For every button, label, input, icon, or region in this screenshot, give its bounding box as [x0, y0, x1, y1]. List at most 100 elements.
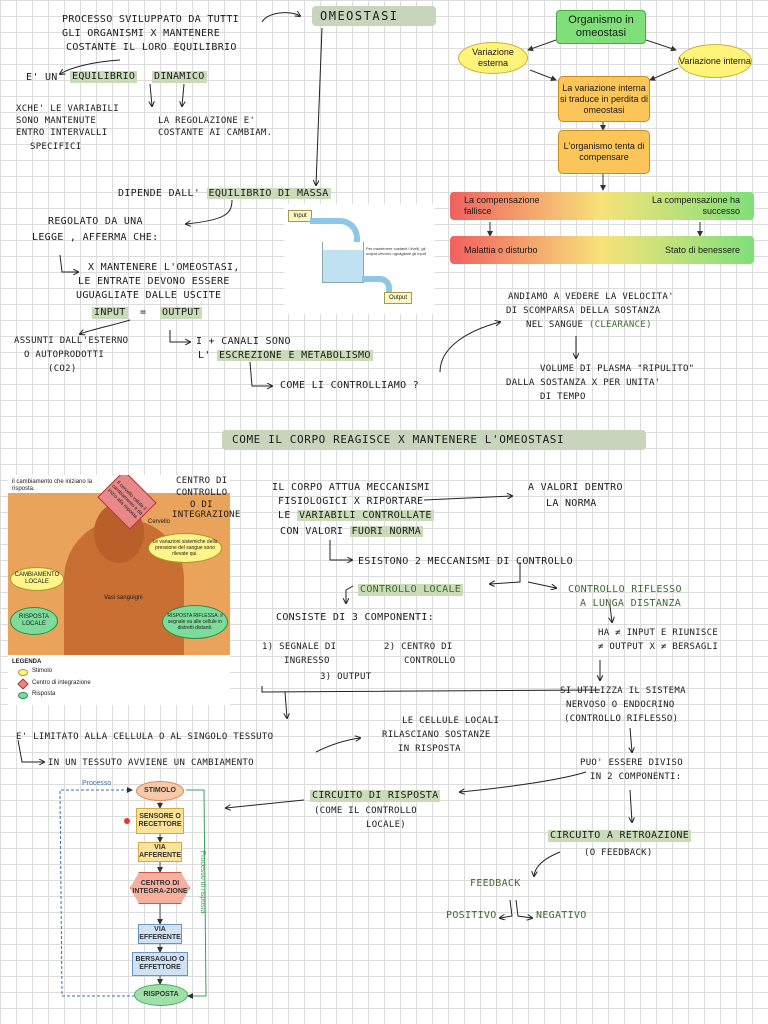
tank-output-label: Output	[384, 292, 412, 304]
comp1-line2: INGRESSO	[284, 656, 330, 666]
flow-compensazione: La compensazione fallisce La compensazio…	[450, 192, 754, 220]
corpo-line2: FISIOLOGICI X RIPORTARE	[278, 496, 424, 507]
circuito-risposta-line3: LOCALE)	[366, 820, 407, 830]
photo-caption: il cambiamento che iniziano la risposta.	[12, 479, 93, 492]
dinamico-highlight: DINAMICO	[152, 71, 207, 83]
legend-title: LEGENDA	[12, 659, 42, 665]
circuit-diagram: Processo STIMOLO SENSORE O RECETTORE VIA…	[52, 778, 216, 1010]
corpo-line3-pre: LE	[278, 510, 291, 521]
corpo-line3-highlight: VARIABILI CONTROLLATE	[296, 510, 434, 521]
xche-line2: SONO MANTENUTE	[16, 116, 97, 126]
photo-cervello-label: Cervello	[148, 519, 171, 525]
flow-malattia: Malattia o disturbo	[464, 244, 538, 255]
valori-line2: LA NORMA	[546, 498, 597, 509]
input-highlight: INPUT	[92, 307, 128, 319]
puo-line1: PUO' ESSERE DIVISO	[580, 758, 683, 768]
flow-tenta-compensare: L'organismo tenta di compensare	[558, 130, 650, 174]
controllo-riflesso-line2: A LUNGA DISTANZA	[580, 598, 682, 609]
corpo-line4-highlight: FUORI NORMA	[349, 526, 424, 537]
tank-inflow	[310, 218, 360, 254]
canali-highlight: ESCREZIONE E METABOLISMO	[216, 350, 373, 361]
circuito-risposta-line2: (COME IL CONTROLLO	[314, 806, 417, 816]
corpo-line4: CON VALORI FUORI NORMA	[280, 526, 424, 538]
valori-line1: A VALORI DENTRO	[528, 482, 623, 493]
comp1-line1: 1) SEGNALE DI	[262, 642, 337, 652]
volume-line3: DI TEMPO	[540, 392, 586, 402]
assunti-line1: ASSUNTI DALL'ESTERNO	[14, 336, 129, 346]
cellule-line3: IN RISPOSTA	[398, 744, 461, 754]
photo-variazioni-label: Le variazioni sistemiche della pressione…	[148, 533, 222, 563]
regolato-line2: LEGGE , AFFERMA CHE:	[32, 232, 159, 243]
photo-risposta-riflessa: RISPOSTA RIFLESSA: il segnale va alle ce…	[162, 605, 228, 639]
negativo-text: NEGATIVO	[536, 910, 587, 921]
canali-pre: L'	[198, 350, 211, 361]
utilizza-line1: SI UTILIZZA IL SISTEMA	[560, 686, 686, 696]
ha-line2: ≠ OUTPUT X ≠ BERSAGLI	[598, 642, 719, 652]
corpo-line3: LE VARIABILI CONTROLLATE	[278, 510, 434, 522]
flow-successo: La compensazione ha successo	[651, 195, 740, 216]
canali-line2: L' ESCREZIONE E METABOLISMO	[198, 350, 373, 362]
velocita-line3: NEL SANGUE (CLEARANCE)	[526, 320, 652, 331]
comp2-line2: CONTROLLO	[404, 656, 456, 666]
limitato-text: E' LIMITATO ALLA CELLULA O AL SINGOLO TE…	[16, 732, 274, 742]
circuito-retro-highlight: CIRCUITO A RETROAZIONE	[548, 830, 692, 842]
mantenere-line2: LE ENTRATE DEVONO ESSERE	[78, 276, 230, 287]
corpo-line4-pre: CON VALORI	[280, 526, 344, 537]
flow-variazione-interna: Variazione interna	[678, 44, 752, 78]
regolato-line1: REGOLATO DA UNA	[48, 216, 143, 227]
ha-line1: HA ≠ INPUT E RIUNISCE	[598, 628, 719, 638]
flow-variazione-esterna: Variazione esterna	[458, 42, 528, 74]
canali-line1: I + CANALI SONO	[196, 336, 291, 347]
regolazione-line1: LA REGOLAZIONE E'	[158, 116, 256, 126]
tank-input-label: Input	[288, 210, 312, 222]
circuit-processo-label: Processo	[82, 780, 112, 787]
e-un-text: E' UN	[26, 72, 58, 83]
velocita-line3-text: NEL SANGUE	[526, 320, 584, 330]
volume-line1: VOLUME DI PLASMA "RIPULITO"	[540, 364, 695, 374]
circuit-afferente: VIA AFFERENTE	[138, 842, 182, 862]
circuit-bersaglio: BERSAGLIO O EFFETTORE	[132, 952, 188, 976]
flow-esito: Malattia o disturbo Stato di benessere	[450, 236, 754, 264]
centro-line2: CONTROLLO	[176, 488, 228, 498]
tank-diagram: Input Output Per mantenere costanti i li…	[284, 204, 434, 314]
flow-perdita-omeostasi: La variazione interna si traduce in perd…	[558, 76, 650, 122]
photo-legend: LEGENDA Stimolo Centro di integrazione R…	[8, 655, 230, 705]
cellule-line2: RILASCIANO SOSTANZE	[382, 730, 491, 740]
xche-line4: SPECIFICI	[30, 142, 82, 152]
tessuto-text: IN UN TESSUTO AVVIENE UN CAMBIAMENTO	[48, 758, 254, 768]
circuit-efferente: VIA EFFERENTE	[138, 924, 182, 944]
processo-line2: GLI ORGANISMI X MANTENERE	[62, 28, 221, 39]
controllo-riflesso-line1: CONTROLLO RIFLESSO	[568, 584, 682, 595]
centro-line4: INTEGRAZIONE	[172, 510, 241, 520]
photo-cambiamento-label: CAMBIAMENTO LOCALE	[10, 567, 64, 591]
circuito-retro-line2: (O FEEDBACK)	[584, 848, 653, 858]
dipende-text: DIPENDE DALL' EQUILIBRIO DI MASSA	[118, 188, 331, 200]
corpo-line1: IL CORPO ATTUA MECCANISMI	[272, 482, 431, 493]
comp2-line1: 2) CENTRO DI	[384, 642, 453, 652]
legend-risposta: Risposta	[32, 691, 56, 697]
equilibrio-highlight: EQUILIBRIO	[70, 71, 138, 83]
dipende-highlight: EQUILIBRIO DI MASSA	[206, 188, 331, 199]
tank-note: Per mantenere costanti i livelli, gli ou…	[366, 246, 427, 256]
circuit-sensore: SENSORE O RECETTORE	[136, 808, 184, 834]
centro-line1: CENTRO DI	[176, 476, 228, 486]
flow-fallisce: La compensazione fallisce	[464, 195, 540, 216]
puo-line2: IN 2 COMPONENTI:	[590, 772, 682, 782]
controllo-locale: CONTROLLO LOCALE	[358, 584, 464, 596]
tank-vessel	[322, 242, 364, 283]
come-controlliamo: COME LI CONTROLLIAMO ?	[280, 380, 420, 391]
velocita-line1: ANDIAMO A VEDERE LA VELOCITA'	[508, 292, 674, 302]
assunti-line3: (CO2)	[48, 364, 77, 374]
centro-line3: O DI	[190, 500, 213, 510]
legend-centro: Centro di integrazione	[32, 680, 91, 686]
circuit-risposta: RISPOSTA	[134, 984, 188, 1006]
esistono-text: ESISTONO 2 MECCANISMI DI CONTROLLO	[358, 556, 573, 567]
mantenere-line1: X MANTENERE L'OMEOSTASI,	[88, 262, 240, 273]
utilizza-line2: NERVOSO O ENDOCRINO	[566, 700, 675, 710]
circuit-sensor-marker	[124, 818, 130, 824]
regolazione-line2: COSTANTE AI CAMBIAM.	[158, 128, 273, 138]
photo-vasi-label: Vasi sanguigni	[104, 595, 143, 601]
comp3: 3) OUTPUT	[320, 672, 372, 682]
body-illustration: il cambiamento che iniziano la risposta.…	[8, 475, 230, 705]
omeostasi-title-bg	[312, 6, 436, 26]
